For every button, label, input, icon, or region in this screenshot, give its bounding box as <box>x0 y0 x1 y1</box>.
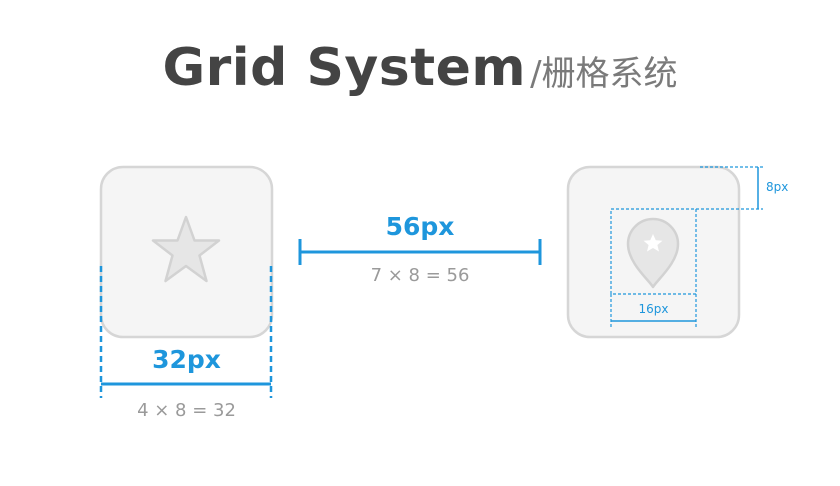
inner-content-box <box>610 208 697 295</box>
title-separator: / <box>530 54 542 94</box>
icon-size-value: 32px <box>152 345 221 374</box>
pin-star-icon <box>643 234 663 252</box>
padding-label: 8px <box>766 180 789 194</box>
title-subtitle: 栅格系统 <box>541 54 678 94</box>
spacing-formula: 7 × 8 = 56 <box>370 265 470 286</box>
spacing-value: 56px <box>385 212 455 241</box>
icon-size-formula: 4 × 8 = 32 <box>137 400 236 421</box>
map-pin-icon <box>626 217 680 289</box>
title-main: Grid System <box>162 38 527 98</box>
spacing-label-group: 56px <box>300 212 540 241</box>
icon-size-label-group: 32px <box>101 345 272 374</box>
inner-size-label: 16px <box>638 302 669 316</box>
icon-size-formula-group: 4 × 8 = 32 <box>101 400 272 421</box>
spacing-formula-group: 7 × 8 = 56 <box>300 265 540 286</box>
star-icon <box>151 215 221 283</box>
page-title: Grid System/栅格系统 <box>0 38 840 98</box>
